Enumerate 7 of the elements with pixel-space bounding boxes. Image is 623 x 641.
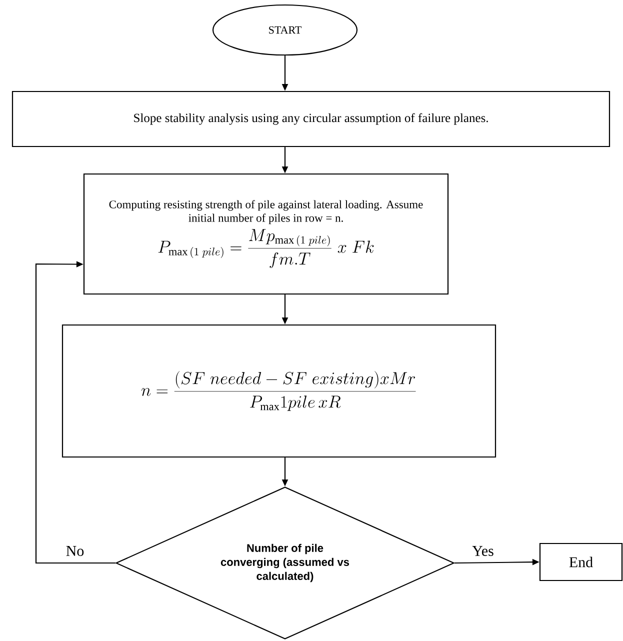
process-box: Slope stability analysis using any circular assumption of failure planes. bbox=[12, 90, 610, 148]
process-box: $n = \frac{(SF\;needed - SF\;existing)xMr}{P_{\max}1pile\,xR}$ bbox=[62, 324, 496, 458]
process-box: End bbox=[539, 542, 623, 582]
arrow bbox=[35, 261, 116, 564]
edge-label: Yes bbox=[471, 545, 495, 557]
edge-label: No bbox=[64, 545, 86, 557]
process-box: Computing resisting strength of pile against lateral loading. Assume initial number of piles in row = n. $P_{\max\,(1\;pile)} = \frac{Mp_{\max\,(1\;pile)}}{fm.T}\;x\;Fk$ bbox=[83, 173, 449, 295]
